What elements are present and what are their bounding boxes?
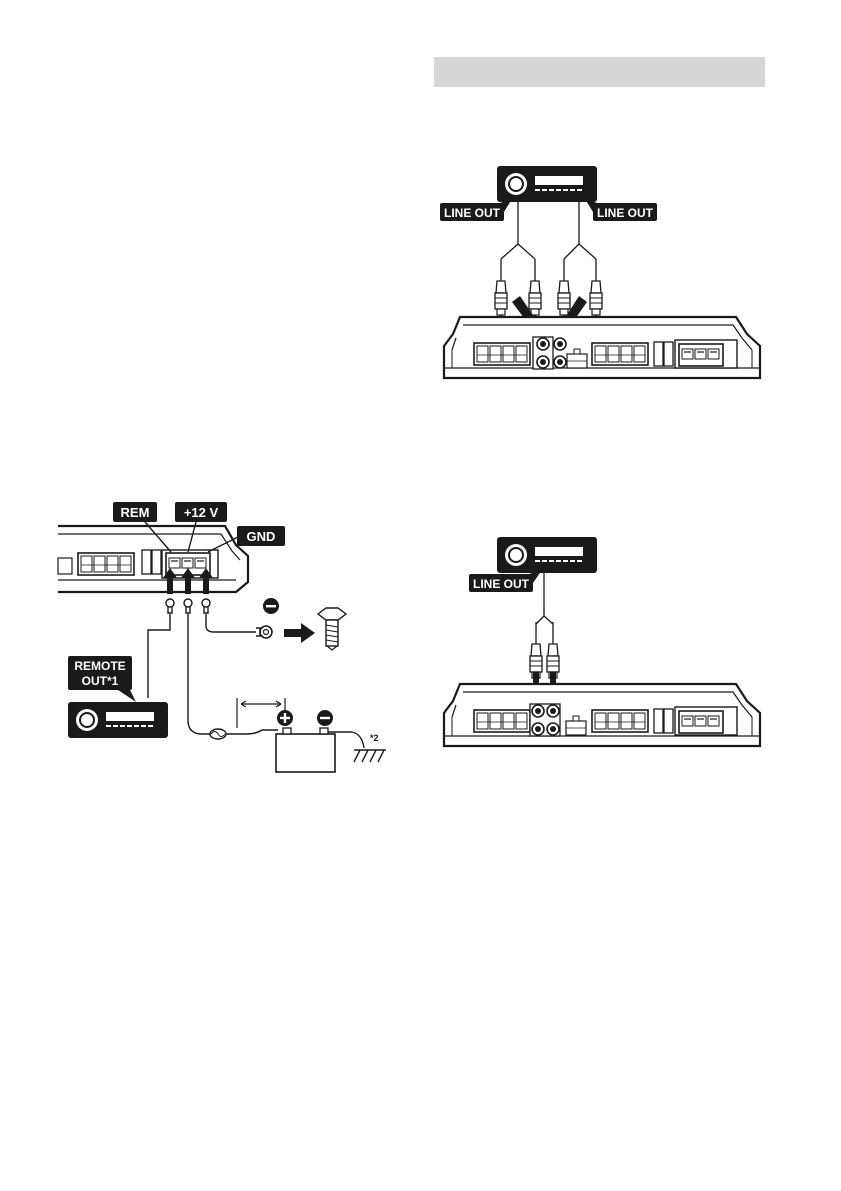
amplifier-icon <box>58 526 248 592</box>
head-unit-icon <box>497 166 597 202</box>
rca-plug-icon <box>495 259 602 321</box>
fuse-icon <box>210 729 226 739</box>
plus12v-text: +12 V <box>184 505 219 520</box>
battery-icon <box>276 710 335 772</box>
head-unit-icon <box>68 702 168 738</box>
arrow-icon <box>284 623 315 643</box>
line-out-left-label: LINE OUT <box>440 199 512 221</box>
remote-out-label: REMOTE OUT*1 <box>68 656 136 702</box>
line-out-right-label: LINE OUT <box>585 199 657 221</box>
line-out-left-text: LINE OUT <box>444 206 501 220</box>
gnd-text: GND <box>247 529 276 544</box>
line-out-single-label: LINE OUT <box>469 570 542 592</box>
remote-out-text-2: OUT*1 <box>82 674 119 688</box>
line-out-right-text: LINE OUT <box>597 206 654 220</box>
ring-terminal-icon <box>256 626 272 638</box>
ring-terminal-icon <box>166 599 210 613</box>
bolt-icon <box>318 608 346 650</box>
rem-text: REM <box>121 505 150 520</box>
arrow-icon <box>163 568 213 594</box>
remote-out-text-1: REMOTE <box>74 659 125 673</box>
line-out-single-text: LINE OUT <box>473 577 530 591</box>
four-channel-line-out-diagram: LINE OUT LINE OUT <box>440 166 760 378</box>
amplifier-icon <box>444 317 760 378</box>
ground-icon <box>354 750 386 762</box>
amplifier-icon <box>444 684 760 746</box>
power-connection-diagram: REM +12 V GND <box>58 502 386 772</box>
head-unit-icon <box>497 537 597 573</box>
two-channel-line-out-diagram: LINE OUT <box>444 537 760 746</box>
note-2: *2 <box>370 733 379 743</box>
